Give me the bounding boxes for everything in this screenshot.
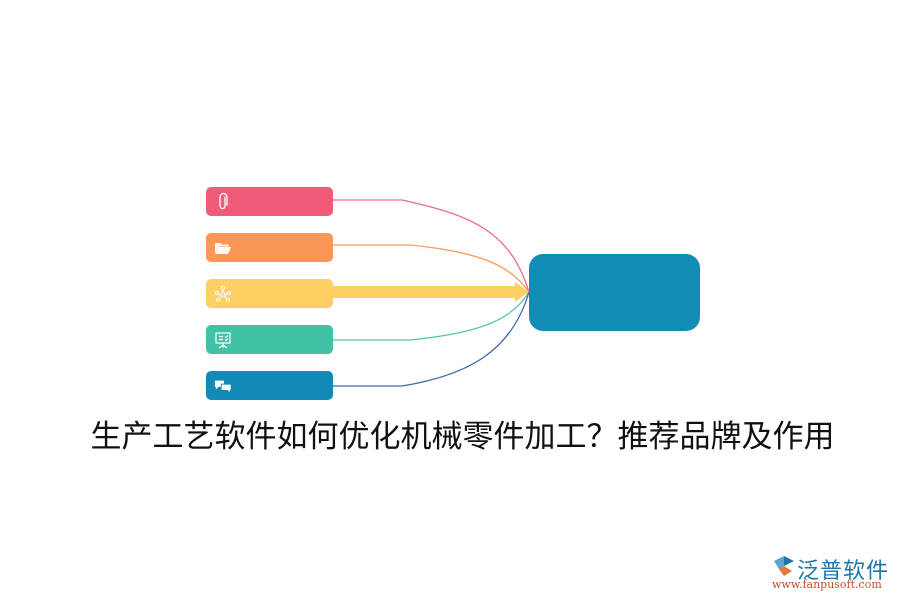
logo-brand-text: 泛普软件 [797,559,890,584]
logo-url-text: www.fanpusoft.com [772,578,882,591]
center-node[interactable] [529,254,700,331]
branch-node-5[interactable] [206,371,333,400]
connector-5 [333,291,530,387]
connector-4 [333,291,530,341]
folder-open-icon [214,239,232,257]
paperclip-icon [214,192,232,211]
chat-bubbles-icon [214,377,232,395]
presentation-board-icon [214,331,232,349]
page-title: 生产工艺软件如何优化机械零件加工？推荐品牌及作用 [90,419,835,455]
branch-node-4[interactable] [206,325,333,354]
logo-mark-icon [772,555,796,581]
fanpu-logo: 泛普软件 www.fanpusoft.com [770,553,895,593]
network-icon [214,285,232,303]
connector-2 [333,244,530,293]
connector-3-arrow [333,282,529,302]
connector-1 [333,199,530,293]
branch-node-2[interactable] [206,233,333,262]
branch-node-3[interactable] [206,279,333,308]
branch-node-1[interactable] [206,187,333,216]
